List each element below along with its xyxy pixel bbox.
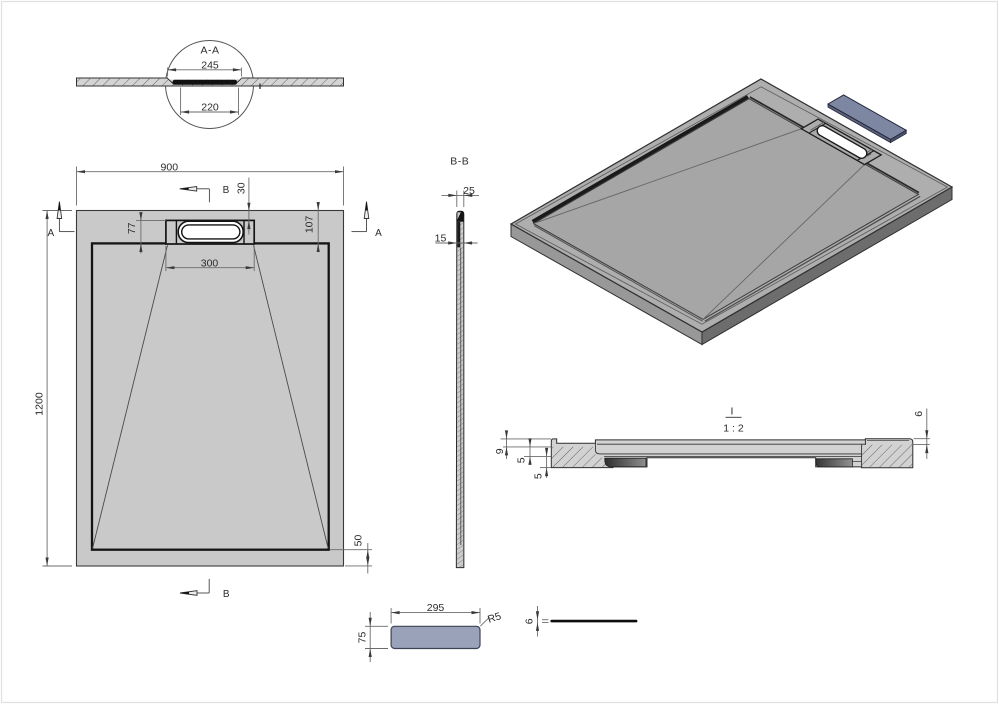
svg-text:B: B <box>223 589 230 600</box>
svg-text:15: 15 <box>435 233 447 245</box>
svg-text:1200: 1200 <box>33 392 45 416</box>
svg-text:B-B: B-B <box>450 156 469 168</box>
svg-text:75: 75 <box>356 632 368 644</box>
svg-text:I: I <box>731 406 734 418</box>
svg-text:295: 295 <box>427 602 445 614</box>
svg-text:5: 5 <box>532 473 544 479</box>
svg-text:B: B <box>223 185 230 196</box>
svg-text:50: 50 <box>353 535 365 547</box>
svg-text:9: 9 <box>494 448 506 454</box>
svg-text:6: 6 <box>524 618 536 624</box>
svg-text:A: A <box>47 228 54 239</box>
svg-text:A: A <box>375 228 382 239</box>
svg-text:77: 77 <box>126 222 138 234</box>
svg-text:300: 300 <box>201 257 219 269</box>
svg-text:25: 25 <box>463 185 475 197</box>
svg-text:220: 220 <box>201 102 219 114</box>
svg-text:6: 6 <box>913 411 925 417</box>
svg-text:107: 107 <box>304 215 316 233</box>
svg-text:1 : 2: 1 : 2 <box>723 423 744 435</box>
svg-text:30: 30 <box>236 182 248 194</box>
svg-text:245: 245 <box>201 59 219 71</box>
svg-text:A-A: A-A <box>200 45 219 57</box>
svg-text:900: 900 <box>161 161 179 173</box>
svg-text:5: 5 <box>516 457 528 463</box>
svg-text:R5: R5 <box>486 610 503 626</box>
